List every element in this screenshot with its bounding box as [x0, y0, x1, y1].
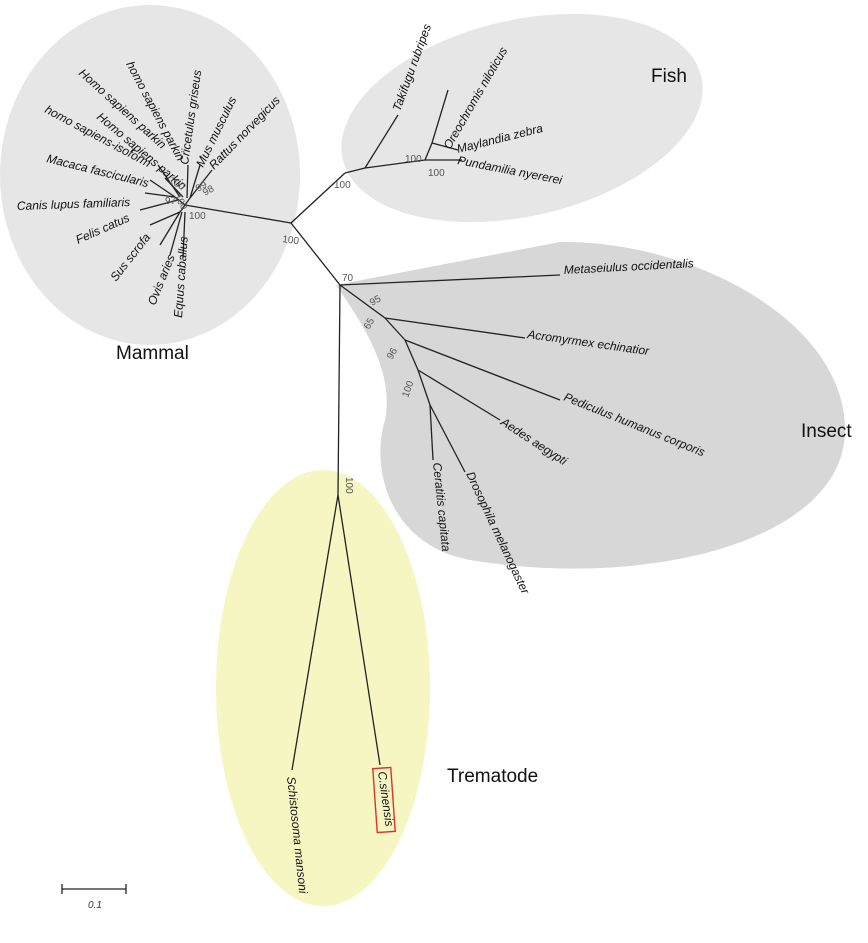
bootstrap-fish-root: 100	[334, 180, 351, 191]
bootstrap-insect-c: 96	[385, 346, 400, 362]
bootstrap-mammal-a: 97	[165, 196, 177, 207]
taxon-equus: Equus caballus	[171, 236, 191, 318]
bootstrap-insect-a: 95	[368, 293, 384, 308]
csinensis-highlight-box	[372, 766, 396, 834]
bootstrap-fish-cichlid-1: 100	[405, 154, 422, 165]
scale-bar-label: 0.1	[88, 900, 102, 911]
mammal-clade-region	[0, 5, 300, 345]
taxon-canis: Canis lupus familiaris	[17, 195, 131, 213]
group-label-trematode: Trematode	[447, 766, 538, 787]
bootstrap-mammal-f: 98	[201, 183, 217, 198]
group-label-fish: Fish	[651, 66, 687, 87]
insect-branches	[339, 274, 561, 473]
scale-bar: 0.1	[61, 884, 127, 911]
backbone-branches	[184, 172, 346, 496]
bootstrap-mammal-root: 100	[282, 234, 300, 247]
mammal-branches	[139, 164, 213, 259]
trematode-clade-region	[216, 470, 430, 906]
group-label-insect: Insect	[801, 421, 852, 442]
trematode-branches	[291, 494, 381, 771]
bootstrap-insect-root: 70	[342, 273, 354, 284]
fish-branches	[344, 89, 462, 174]
bootstrap-mammal-d: 99	[194, 179, 210, 194]
fish-clade-region	[341, 13, 703, 223]
bootstrap-trematode: 100	[343, 477, 354, 494]
taxon-metaseiulus: Metaseiulus occidentalis	[563, 256, 694, 277]
bootstrap-fish-cichlid-2: 100	[428, 168, 445, 179]
insect-clade-region	[336, 241, 845, 569]
group-label-mammal: Mammal	[116, 343, 189, 364]
bootstrap-insect-b: 65	[362, 316, 377, 332]
bootstrap-mammal-b: 100	[189, 211, 206, 222]
